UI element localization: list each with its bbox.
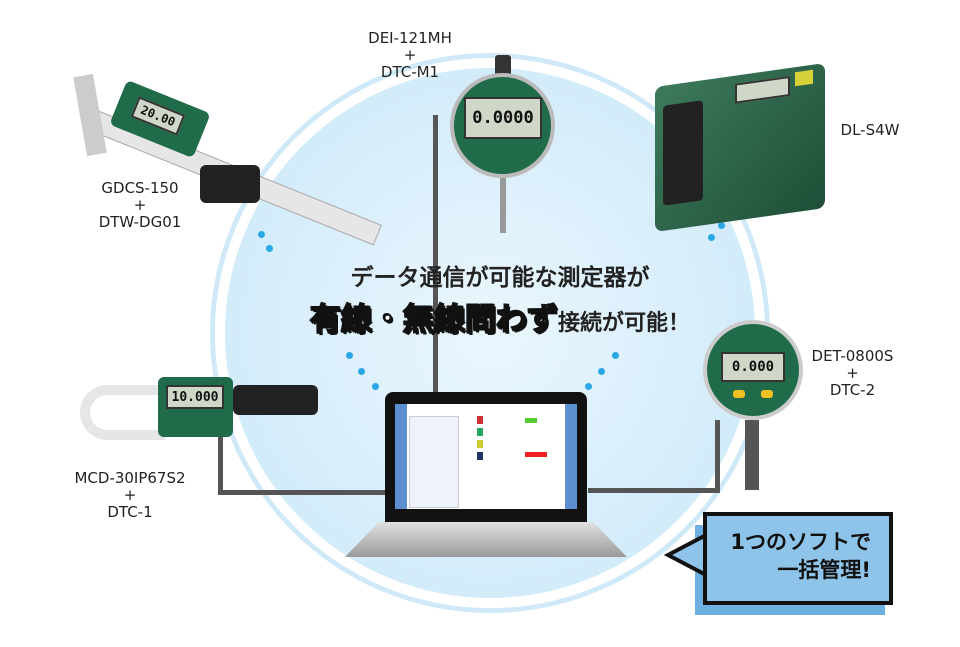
wire-right xyxy=(715,420,720,493)
model-name: GDCS-150 xyxy=(101,179,179,197)
wire-left xyxy=(218,395,223,495)
callout-line2: 一括管理! xyxy=(777,558,871,582)
plus-sign: + xyxy=(403,46,417,64)
callout-line1: 1つのソフトで xyxy=(730,530,871,554)
laptop-image xyxy=(345,392,627,567)
device-label-gdcs150: GDCS-150 + DTW-DG01 xyxy=(85,180,195,231)
adapter-name: DTC-2 xyxy=(829,381,876,399)
digital-indicator-image: 0.0000 xyxy=(450,55,555,235)
test-indicator-display: 0.000 xyxy=(721,352,785,382)
callout-bubble: 1つのソフトで 一括管理! xyxy=(703,512,893,605)
adapter-name: DTC-M1 xyxy=(380,63,440,81)
device-label-dls4w: DL-S4W xyxy=(840,121,900,139)
wire-top xyxy=(433,115,438,395)
headline-line1: データ通信が可能な測定器が xyxy=(350,265,650,291)
model-name: DEI-121MH xyxy=(368,29,452,47)
indicator-display: 0.0000 xyxy=(464,97,542,139)
test-indicator-image: 0.000 xyxy=(703,320,803,495)
plus-sign: + xyxy=(133,196,147,214)
headline-emphasis: 有線・無線問わず xyxy=(309,301,559,339)
adapter-name: DTC-1 xyxy=(107,503,153,521)
software-screen xyxy=(395,404,577,509)
plus-sign: + xyxy=(123,486,137,504)
device-label-mcd30ip67s2: MCD-30IP67S2 + DTC-1 xyxy=(60,470,200,521)
wire-right-h xyxy=(588,488,720,493)
device-label-dei121mh: DEI-121MH + DTC-M1 xyxy=(355,30,465,81)
device-label-det0800s: DET-0800S + DTC-2 xyxy=(805,348,900,399)
micrometer-image: 10.000 xyxy=(80,375,320,445)
micrometer-display: 10.000 xyxy=(166,385,224,409)
wire-left-h xyxy=(218,490,388,495)
model-name: MCD-30IP67S2 xyxy=(74,469,186,487)
adapter-name: DTW-DG01 xyxy=(98,213,182,231)
plus-sign: + xyxy=(846,364,859,382)
digital-caliper-image: 20.00 xyxy=(73,70,405,246)
model-name: DET-0800S xyxy=(811,347,894,365)
headline-line2: 有線・無線問わず接続が可能！ xyxy=(270,294,730,339)
level-sensor-image xyxy=(655,63,825,232)
headline-rest: 接続が可能！ xyxy=(557,311,690,336)
